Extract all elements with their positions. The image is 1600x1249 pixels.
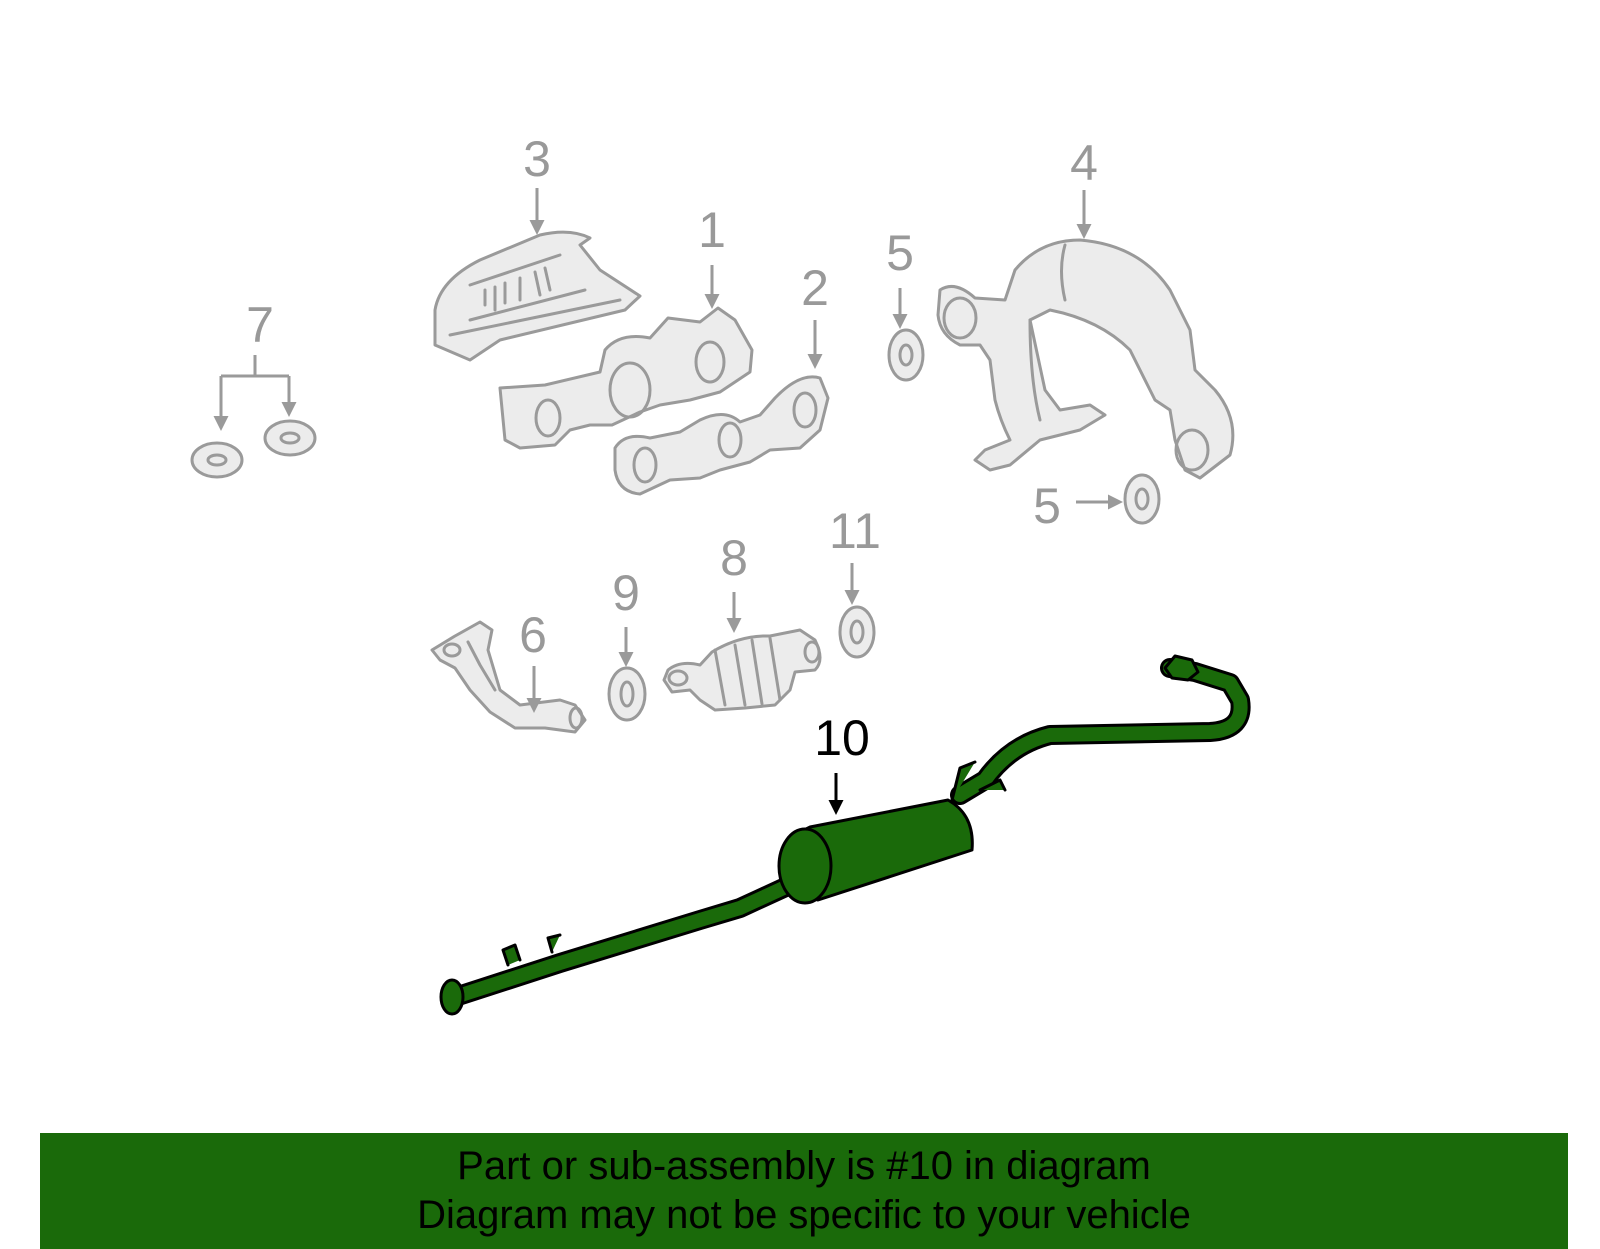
part-9-gasket[interactable] xyxy=(607,666,647,722)
info-banner: Part or sub-assembly is #10 in diagram D… xyxy=(40,1133,1568,1249)
callout-2: 2 xyxy=(801,260,829,316)
part-1-exhaust-manifold[interactable] xyxy=(498,306,754,450)
callout-5a: 5 xyxy=(886,225,914,281)
callout-6: 6 xyxy=(519,607,547,663)
callout-9: 9 xyxy=(612,565,640,621)
part-3-heat-shield[interactable] xyxy=(433,230,642,362)
callout-8: 8 xyxy=(720,530,748,586)
part-5-gasket-upper[interactable] xyxy=(887,328,925,382)
part-7-leader xyxy=(213,355,297,431)
part-2-manifold-gasket[interactable] xyxy=(613,375,830,496)
part-4-y-pipe[interactable] xyxy=(936,238,1235,480)
part-5-gasket-lower[interactable] xyxy=(1123,473,1161,525)
callout-11: 11 xyxy=(829,503,881,559)
part-6-front-pipe[interactable] xyxy=(430,620,587,734)
callout-10: 10 xyxy=(814,710,870,766)
banner-line-2: Diagram may not be specific to your vehi… xyxy=(417,1193,1191,1237)
part-8-catalytic-converter[interactable] xyxy=(662,628,822,712)
part-7-gaskets[interactable] xyxy=(190,419,317,479)
banner-line-1: Part or sub-assembly is #10 in diagram xyxy=(457,1144,1151,1188)
part-11-gasket[interactable] xyxy=(838,605,876,659)
callout-5b: 5 xyxy=(1033,478,1061,534)
callout-3: 3 xyxy=(523,131,551,187)
callout-7: 7 xyxy=(246,297,274,353)
callout-1: 1 xyxy=(698,202,726,258)
callout-4: 4 xyxy=(1070,135,1098,191)
part-10-muffler-assembly[interactable] xyxy=(439,654,1251,1016)
